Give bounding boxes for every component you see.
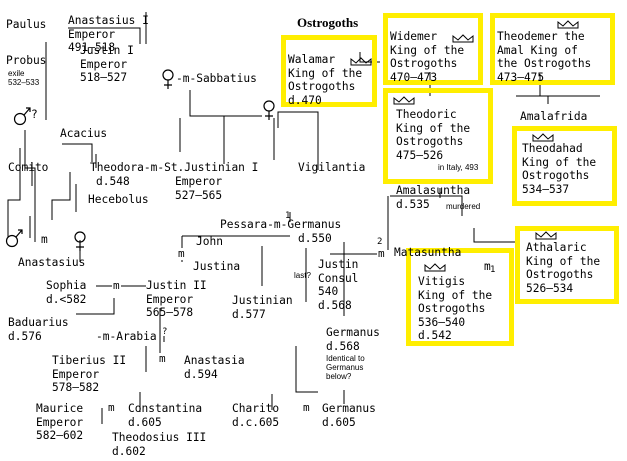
person-justina: Justina bbox=[193, 260, 241, 273]
person-anastasius: Anastasius bbox=[18, 256, 86, 269]
female-symbol-icon bbox=[161, 69, 175, 96]
person-matasuntha: Matasuntha bbox=[394, 246, 462, 259]
highlight-box-theodahad bbox=[512, 126, 617, 206]
highlight-box-widemer bbox=[383, 13, 483, 85]
crown-icon bbox=[393, 96, 415, 105]
theodora-dates: d.548 bbox=[96, 175, 130, 188]
marriage-marker: m bbox=[377, 247, 386, 260]
heading-ostrogoths: Ostrogoths bbox=[297, 15, 359, 30]
question-mark: ? bbox=[31, 108, 38, 121]
justinian-i-title: Emperor 527–565 bbox=[175, 175, 223, 202]
highlight-box-athalaric bbox=[515, 226, 619, 304]
person-vigilantia: Vigilantia bbox=[298, 161, 366, 174]
crown-icon bbox=[532, 133, 554, 142]
birth-order-2: 2 bbox=[377, 237, 383, 247]
crown-icon bbox=[424, 263, 446, 272]
king-vitigis: Vitigis King of the Ostrogoths 536–540 d… bbox=[418, 275, 493, 342]
crown-icon bbox=[535, 231, 557, 240]
king-theodoric: Theodoric King of the Ostrogoths 475–526 bbox=[396, 108, 471, 162]
highlight-box-walamar bbox=[281, 35, 377, 107]
justin-note: last? bbox=[294, 271, 311, 280]
person-paulus: Paulus bbox=[6, 18, 47, 31]
female-symbol-icon bbox=[73, 231, 87, 258]
person-theodora: Theodora-m-St.Justinian I bbox=[90, 161, 259, 174]
king-widemer: Widemer King of the Ostrogoths 470–473 bbox=[390, 30, 465, 84]
person-sophia: Sophia d.<582 bbox=[46, 279, 87, 306]
female-symbol-icon bbox=[262, 100, 276, 127]
king-walamar: Walamar King of the Ostrogoths d.470 bbox=[288, 53, 363, 107]
charito-dates: d.c.605 bbox=[232, 416, 280, 429]
person-pessara-germanus: Pessara-m-Germanus bbox=[220, 218, 342, 231]
person-john: John bbox=[196, 235, 223, 248]
amalasuntha-note: murdered bbox=[446, 202, 481, 211]
marriage-marker: m bbox=[107, 401, 116, 414]
person-anastasia: Anastasia d.594 bbox=[184, 354, 245, 381]
highlight-box-theodemer bbox=[490, 13, 615, 85]
person-comito: Comito bbox=[8, 161, 49, 174]
person-probus: Probus bbox=[6, 54, 47, 67]
person-sabbatius: -m-Sabbatius bbox=[176, 72, 257, 85]
highlight-box-theodoric bbox=[383, 88, 493, 184]
male-symbol-icon bbox=[4, 226, 26, 255]
person-justinian: Justinian d.577 bbox=[232, 294, 293, 321]
person-justin-consul: Justin Consul 540 d.568 bbox=[318, 258, 359, 312]
person-justin-ii: Justin II Emperor 565–578 bbox=[146, 279, 207, 319]
person-germanus-568: Germanus d.568 bbox=[326, 326, 380, 353]
probus-note: exile 532–533 bbox=[8, 69, 40, 87]
male-symbol-icon bbox=[12, 104, 34, 133]
person-acacius: Acacius bbox=[60, 127, 108, 140]
person-arabia: -m-Arabia bbox=[96, 330, 157, 343]
person-tiberius-ii: Tiberius II Emperor 578–582 bbox=[52, 354, 127, 394]
highlight-box-vitigis bbox=[406, 248, 514, 346]
person-maurice: Maurice Emperor 582–602 bbox=[36, 402, 84, 442]
person-justin-i: Justin I Emperor 518–527 bbox=[80, 44, 134, 84]
marriage-marker: m bbox=[112, 279, 121, 292]
marriage-marker: m bbox=[484, 260, 491, 273]
king-theodahad: Theodahad King of the Ostrogoths 534–537 bbox=[522, 142, 597, 196]
marriage-marker: m bbox=[177, 247, 186, 260]
question-mark: ? bbox=[162, 327, 168, 337]
crown-icon bbox=[350, 57, 372, 66]
marriage-marker: m bbox=[302, 401, 311, 414]
birth-order-1: 1 bbox=[285, 211, 291, 221]
king-theodemer: Theodemer the Amal King of the Ostrogoth… bbox=[497, 30, 592, 84]
crown-icon bbox=[557, 20, 579, 29]
birth-order-1: 1 bbox=[490, 265, 496, 275]
theodoric-note: in Italy, 493 bbox=[438, 163, 479, 172]
person-constantina: Constantina d.605 bbox=[128, 402, 203, 429]
germanus-dates: d.550 bbox=[298, 232, 332, 245]
marriage-marker: m bbox=[41, 233, 48, 246]
person-anastasius-i: Anastasius I Emperor 491–518 bbox=[68, 14, 149, 54]
person-baduarius: Baduarius d.576 bbox=[8, 316, 69, 343]
crown-icon bbox=[452, 34, 474, 43]
marriage-marker: m bbox=[158, 352, 167, 365]
person-germanus-605: Germanus d.605 bbox=[322, 402, 376, 429]
king-athalaric: Athalaric King of the Ostrogoths 526–534 bbox=[526, 241, 601, 295]
person-hecebolus: Hecebolus bbox=[88, 193, 149, 206]
person-amalasuntha: Amalasuntha d.535 bbox=[396, 184, 471, 211]
person-charito: Charito bbox=[232, 402, 280, 415]
person-theodosius-iii: Theodosius III d.602 bbox=[112, 431, 207, 458]
person-amalafrida: Amalafrida bbox=[520, 110, 588, 123]
germanus-note: Identical to Germanus below? bbox=[326, 354, 365, 381]
